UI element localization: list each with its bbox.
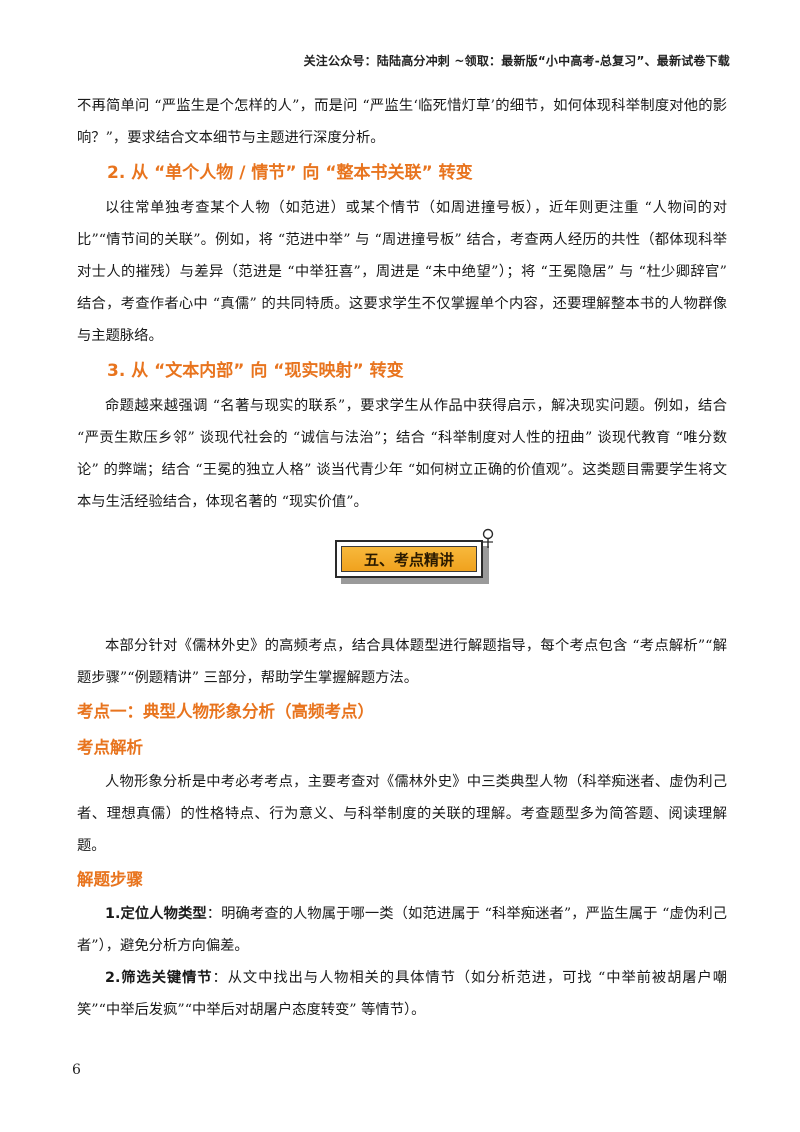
- step-1: 1.定位人物类型：明确考查的人物属于哪一类（如范进属于 “科举痴迷者”，严监生属…: [77, 898, 727, 962]
- page-content: 不再简单问 “严监生是个怎样的人”，而是问 “严监生‘临死惜灯草’的细节，如何体…: [77, 90, 727, 1026]
- section-banner: 五、考点精讲: [77, 528, 727, 586]
- banner-label: 五、考点精讲: [341, 546, 477, 572]
- step-1-text: ：明确考查的人物属于哪一类（如范进属于 “科举痴迷者”，严监生属于 “虚伪利己者…: [77, 906, 727, 954]
- page-header: 关注公众号：陆陆高分冲刺 ~领取：最新版“小中高考-总复习”、最新试卷下载: [303, 54, 730, 68]
- pin-icon: [482, 528, 494, 548]
- analysis-paragraph: 人物形象分析是中考必考考点，主要考查对《儒林外史》中三类典型人物（科举痴迷者、虚…: [77, 774, 727, 854]
- intro-paragraph: 不再简单问 “严监生是个怎样的人”，而是问 “严监生‘临死惜灯草’的细节，如何体…: [77, 98, 727, 146]
- trend-3-heading: 3. 从 “文本内部” 向 “现实映射” 转变: [107, 361, 404, 381]
- trend-2-paragraph: 以往常单独考查某个人物（如范进）或某个情节（如周进撞号板），近年则更注重 “人物…: [77, 200, 727, 344]
- point-1-title: 考点一：典型人物形象分析（高频考点）: [77, 702, 374, 721]
- trend-2-heading: 2. 从 “单个人物 / 情节” 向 “整本书关联” 转变: [107, 163, 473, 183]
- step-2-text: ：从文中找出与人物相关的具体情节（如分析范进，可找 “中举前被胡屠户嘲笑”“中举…: [77, 970, 727, 1018]
- analysis-title: 考点解析: [77, 738, 143, 757]
- banner-frame: 五、考点精讲: [335, 540, 483, 578]
- step-2-label: 2.筛选关键情节: [105, 970, 213, 986]
- step-2: 2.筛选关键情节：从文中找出与人物相关的具体情节（如分析范进，可找 “中举前被胡…: [77, 962, 727, 1026]
- step-1-label: 1.定位人物类型: [105, 906, 207, 922]
- part-5-intro: 本部分针对《儒林外史》的高频考点，结合具体题型进行解题指导，每个考点包含 “考点…: [77, 638, 727, 686]
- steps-title: 解题步骤: [77, 870, 143, 889]
- page-number: 6: [72, 1062, 81, 1078]
- trend-3-paragraph: 命题越来越强调 “名著与现实的联系”，要求学生从作品中获得启示，解决现实问题。例…: [77, 398, 727, 510]
